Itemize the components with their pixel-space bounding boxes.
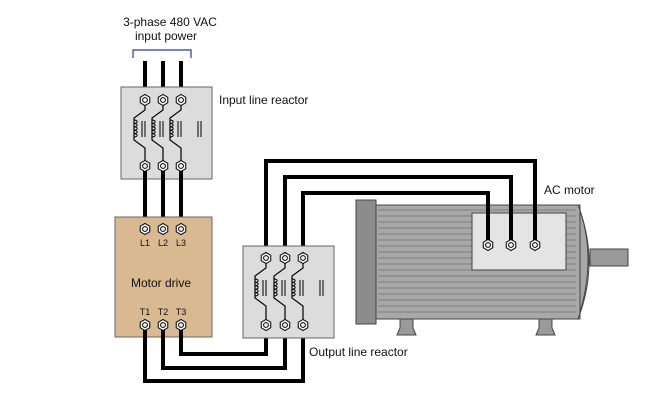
coil-icon: [291, 278, 296, 297]
output-reactor-internal-wiring: [254, 263, 304, 320]
drive-label: Motor drive: [131, 276, 191, 290]
terminal-label-t2: T2: [158, 307, 169, 317]
output-line-reactor: [242, 245, 335, 339]
input-reactor-cores: [141, 121, 202, 137]
motor-drive: L1 L2 L3 Motor drive T1 T2 T3: [114, 216, 213, 338]
terminal-screw-icon: [175, 93, 187, 107]
terminal-screw-icon: [279, 251, 291, 265]
coil-icon: [254, 278, 259, 297]
output-reactor-terminals: [260, 251, 309, 332]
drive-to-output-reactor-wires: [143, 330, 305, 383]
drive-input-terminals: [139, 222, 187, 236]
terminal-screw-icon: [139, 222, 151, 236]
input-power-bracket: [132, 49, 192, 58]
input-reactor-label: Input line reactor: [219, 93, 308, 107]
terminal-label-l3: L3: [176, 238, 186, 248]
terminal-screw-icon: [175, 222, 187, 236]
terminal-screw-icon: [297, 318, 309, 332]
coil-icon: [133, 119, 138, 138]
terminal-screw-icon: [505, 238, 517, 252]
terminal-screw-icon: [139, 93, 151, 107]
terminal-screw-icon: [157, 159, 169, 173]
output-reactor-coils: [254, 278, 296, 297]
terminal-screw-icon: [157, 318, 169, 332]
output-reactor-to-motor-wires: [264, 159, 537, 252]
output-reactor-label: Output line reactor: [309, 345, 408, 359]
terminal-screw-icon: [139, 159, 151, 173]
terminal-label-t3: T3: [176, 307, 187, 317]
ac-motor: [355, 199, 629, 336]
terminal-label-l2: L2: [158, 238, 168, 248]
input-power-label-line2: input power: [135, 29, 197, 43]
terminal-label-l1: L1: [140, 238, 150, 248]
terminal-screw-icon: [482, 238, 494, 252]
coil-icon: [169, 119, 174, 138]
terminal-screw-icon: [157, 222, 169, 236]
motor-label: AC motor: [544, 183, 595, 197]
terminal-label-t1: T1: [140, 307, 151, 317]
terminal-screw-icon: [175, 318, 187, 332]
reactor-to-drive-wires: [143, 171, 183, 224]
terminal-screw-icon: [529, 238, 541, 252]
terminal-screw-icon: [260, 251, 272, 265]
motor-feet: [396, 318, 556, 336]
input-reactor-coils: [133, 119, 174, 138]
motor-shaft: [589, 248, 629, 267]
terminal-screw-icon: [297, 251, 309, 265]
input-reactor-internal-wiring: [133, 105, 182, 161]
terminal-screw-icon: [139, 318, 151, 332]
output-reactor-cores: [262, 280, 324, 296]
drive-output-terminals: [139, 318, 187, 332]
terminal-screw-icon: [279, 318, 291, 332]
coil-icon: [151, 119, 156, 138]
coil-icon: [273, 278, 278, 297]
input-line-reactor: [120, 86, 213, 180]
terminal-screw-icon: [260, 318, 272, 332]
motor-front-flange: [355, 199, 377, 325]
input-power-label-line1: 3-phase 480 VAC: [123, 15, 217, 29]
terminal-screw-icon: [175, 159, 187, 173]
input-reactor-terminals: [139, 93, 187, 173]
motor-terminals: [482, 238, 541, 252]
terminal-screw-icon: [157, 93, 169, 107]
